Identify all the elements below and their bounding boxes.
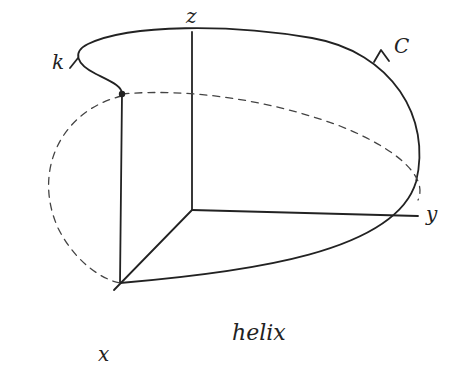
curve-label: C xyxy=(394,36,409,56)
title-label: helix xyxy=(232,322,286,344)
z-axis xyxy=(191,32,193,210)
axis-label: z xyxy=(186,6,197,26)
axis-label: x xyxy=(98,344,109,364)
x-axis xyxy=(114,210,192,290)
axis-label: y xyxy=(426,204,437,224)
base-circle-back xyxy=(122,92,420,200)
vertical-line xyxy=(120,94,122,283)
start-dot xyxy=(119,91,125,97)
point-label: k xyxy=(52,52,64,72)
tick-mark xyxy=(70,58,78,68)
direction-arrow xyxy=(374,50,389,62)
y-axis xyxy=(192,210,418,216)
helix-curve xyxy=(78,28,419,283)
base-circle-front xyxy=(49,96,122,283)
